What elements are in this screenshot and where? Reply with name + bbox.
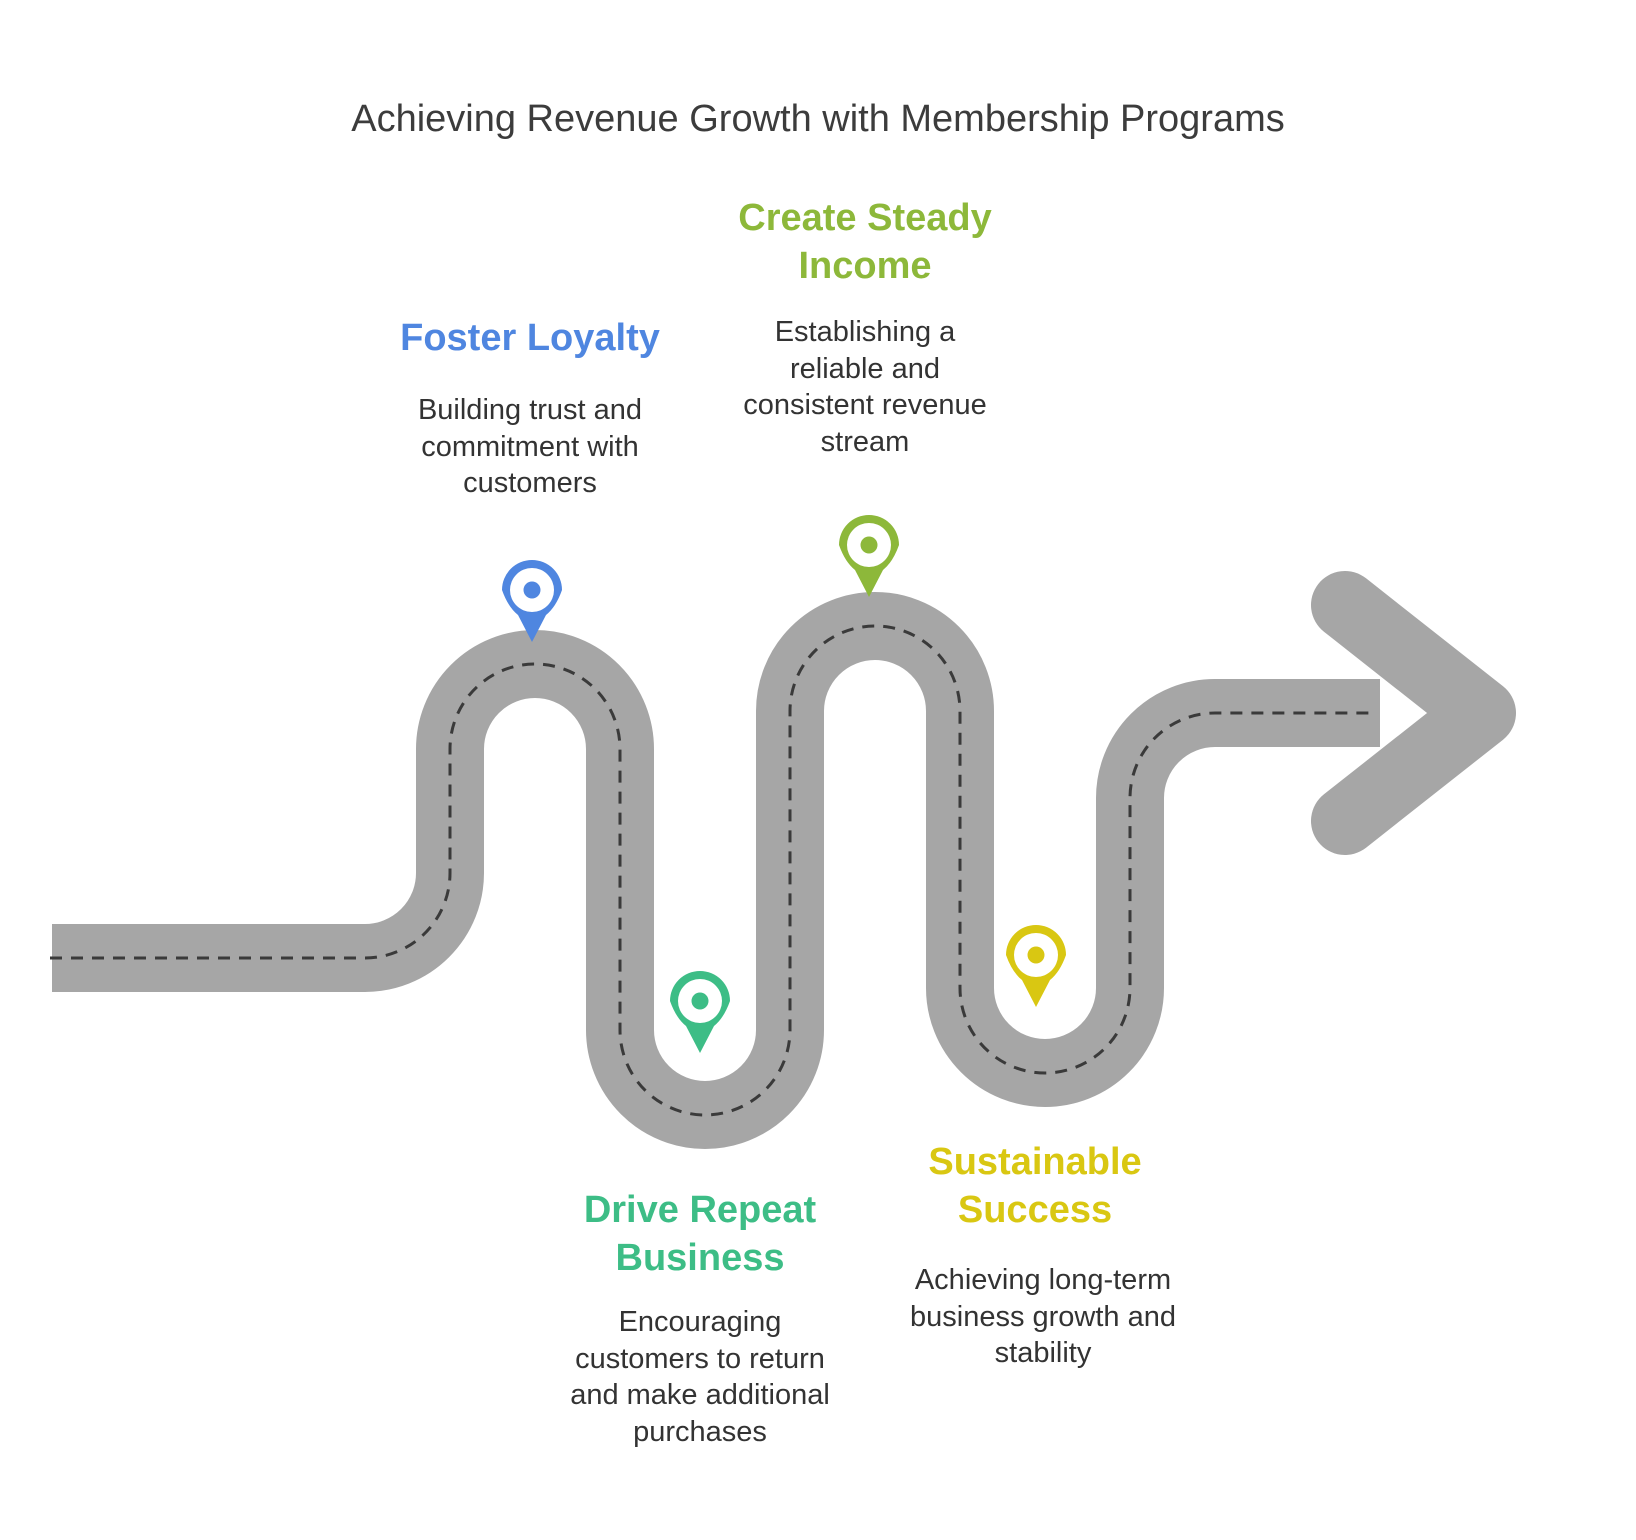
step-description-create-steady-income: Establishing a reliable and consistent r… xyxy=(743,316,987,458)
sustainable-success-pin-icon xyxy=(1006,925,1066,1007)
step-title-create-steady-income: Create Steady Income xyxy=(738,197,992,287)
step-title-drive-repeat-business: Drive Repeat Business xyxy=(583,1189,817,1279)
road-center-line xyxy=(50,624,1370,1117)
foster-loyalty-pin-icon xyxy=(502,560,562,642)
step-title-sustainable-success: Sustainable Success xyxy=(928,1141,1142,1231)
drive-repeat-business-pin-icon xyxy=(670,971,730,1053)
step-description-sustainable-success: Achieving long-term business growth and … xyxy=(910,1264,1176,1369)
step-description-foster-loyalty: Building trust and commitment with custo… xyxy=(417,394,643,499)
step-title-foster-loyalty: Foster Loyalty xyxy=(400,317,660,359)
winding-road xyxy=(52,592,1380,1149)
diagram-title: Achieving Revenue Growth with Membership… xyxy=(351,98,1285,140)
step-description-drive-repeat-business: Encouraging customers to return and make… xyxy=(570,1306,830,1448)
road-arrowhead xyxy=(1311,571,1516,855)
create-steady-income-pin-icon xyxy=(839,515,899,597)
